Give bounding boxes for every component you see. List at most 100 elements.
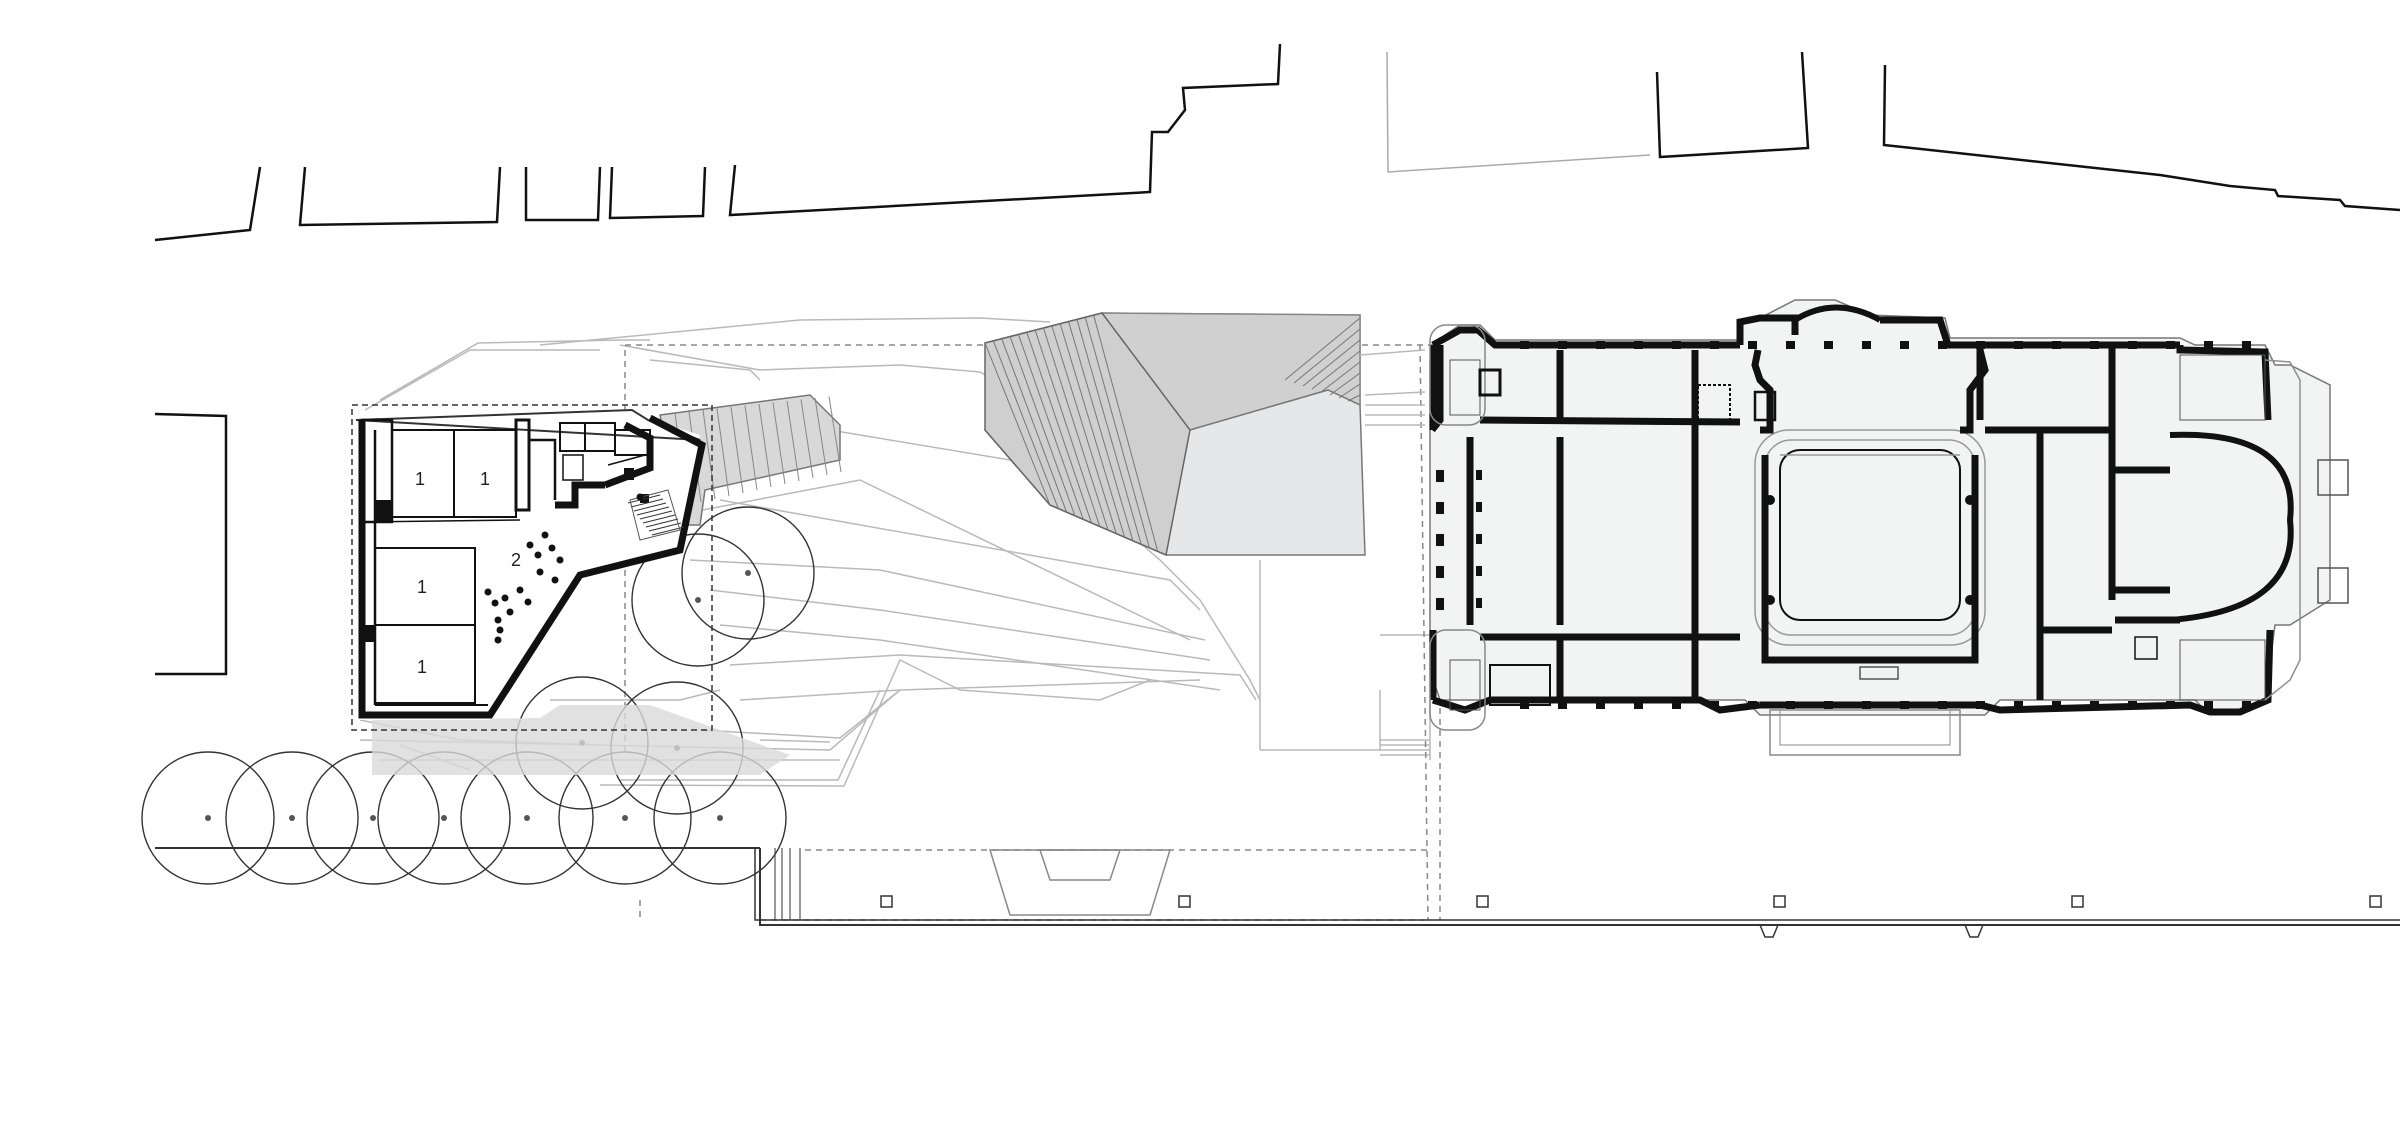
tree-trunk bbox=[695, 597, 701, 603]
room-number-2: 2 bbox=[511, 550, 521, 570]
pilaster bbox=[2128, 701, 2137, 709]
room-number-1d: 1 bbox=[417, 657, 427, 677]
pilaster bbox=[1476, 534, 1482, 544]
tree-trunk bbox=[289, 815, 295, 821]
chair-symbol bbox=[636, 493, 644, 501]
room-number-1c: 1 bbox=[417, 577, 427, 597]
room-number-1a: 1 bbox=[415, 469, 425, 489]
pilaster bbox=[2128, 341, 2137, 349]
pilaster bbox=[1436, 470, 1444, 482]
chair-symbol bbox=[496, 626, 504, 634]
column bbox=[1765, 495, 1775, 505]
column bbox=[1965, 595, 1975, 605]
pilaster bbox=[2090, 341, 2099, 349]
chair-symbol bbox=[501, 594, 509, 602]
pilaster bbox=[1634, 341, 1643, 349]
pilaster bbox=[1824, 701, 1833, 709]
tree-trunk bbox=[622, 815, 628, 821]
pilaster bbox=[1558, 701, 1567, 709]
pilaster bbox=[1938, 701, 1947, 709]
chair-symbol bbox=[534, 551, 542, 559]
pilaster bbox=[1558, 341, 1567, 349]
pilaster bbox=[1976, 701, 1985, 709]
tree-canopy bbox=[141, 751, 275, 885]
pilaster bbox=[1436, 502, 1444, 514]
folded-roof-structure bbox=[983, 312, 1426, 557]
tree-trunk bbox=[717, 815, 723, 821]
chair-symbol bbox=[548, 544, 556, 552]
pilaster bbox=[1938, 341, 1947, 349]
chair-symbol bbox=[526, 541, 534, 549]
pavilion-building: 1 1 1 1 2 bbox=[351, 404, 713, 731]
tree-canopy bbox=[225, 751, 359, 885]
pilaster bbox=[2204, 341, 2213, 349]
pilaster bbox=[1520, 341, 1529, 349]
bollard bbox=[1178, 895, 1191, 908]
pilaster bbox=[1436, 598, 1444, 610]
pilaster bbox=[1824, 341, 1833, 349]
pilaster bbox=[2166, 341, 2175, 349]
pilaster bbox=[2204, 701, 2213, 709]
pilaster bbox=[1476, 470, 1482, 480]
pilaster bbox=[1710, 341, 1719, 349]
bollard bbox=[1476, 895, 1489, 908]
pilaster bbox=[1862, 701, 1871, 709]
chair-symbol bbox=[524, 598, 532, 606]
street-edge bbox=[155, 847, 2400, 938]
bollard bbox=[2369, 895, 2382, 908]
pilaster bbox=[1476, 502, 1482, 512]
pilaster bbox=[1476, 598, 1482, 608]
pilaster bbox=[1436, 566, 1444, 578]
bollard bbox=[1773, 895, 1786, 908]
pilaster bbox=[2090, 701, 2099, 709]
chair-symbol bbox=[541, 531, 549, 539]
chair-symbol bbox=[506, 608, 514, 616]
tree-trunk bbox=[745, 570, 751, 576]
pilaster bbox=[1748, 701, 1757, 709]
pilaster bbox=[1976, 341, 1985, 349]
neighbouring-building-outline bbox=[154, 412, 228, 676]
pilaster bbox=[1672, 341, 1681, 349]
tree-trunk bbox=[441, 815, 447, 821]
historic-building bbox=[1429, 299, 2349, 756]
pilaster bbox=[2052, 701, 2061, 709]
pilaster bbox=[1710, 701, 1719, 709]
pilaster bbox=[1634, 701, 1643, 709]
pilaster bbox=[1596, 341, 1605, 349]
pilaster bbox=[1786, 701, 1795, 709]
pilaster bbox=[1476, 566, 1482, 576]
pilaster bbox=[2242, 701, 2251, 709]
bollard bbox=[2071, 895, 2084, 908]
chair-symbol bbox=[551, 576, 559, 584]
pilaster bbox=[1436, 534, 1444, 546]
pilaster bbox=[2242, 341, 2251, 349]
column bbox=[1765, 595, 1775, 605]
tree-trunk bbox=[370, 815, 376, 821]
pilaster bbox=[1672, 701, 1681, 709]
pilaster bbox=[1520, 701, 1529, 709]
chair-symbol bbox=[556, 556, 564, 564]
chair-symbol bbox=[516, 586, 524, 594]
street-frontage-outline bbox=[154, 43, 2400, 242]
pilaster bbox=[1596, 701, 1605, 709]
pilaster bbox=[1786, 341, 1795, 349]
tree-canopy bbox=[631, 533, 765, 667]
room-number-1b: 1 bbox=[480, 469, 490, 489]
pilaster bbox=[1862, 341, 1871, 349]
pilaster bbox=[1900, 341, 1909, 349]
tree-trunk bbox=[524, 815, 530, 821]
tree-trunk bbox=[205, 815, 211, 821]
chair-symbol bbox=[494, 636, 502, 644]
pilaster bbox=[1900, 701, 1909, 709]
tree-canopy bbox=[681, 506, 815, 640]
chair-symbol bbox=[484, 588, 492, 596]
pilaster bbox=[2014, 341, 2023, 349]
shaded-ground-strip bbox=[372, 705, 790, 775]
pilaster bbox=[1748, 341, 1757, 349]
pilaster bbox=[2052, 341, 2061, 349]
chair-symbol bbox=[494, 616, 502, 624]
column bbox=[1965, 495, 1975, 505]
bollard bbox=[880, 895, 893, 908]
chair-symbol bbox=[491, 599, 499, 607]
